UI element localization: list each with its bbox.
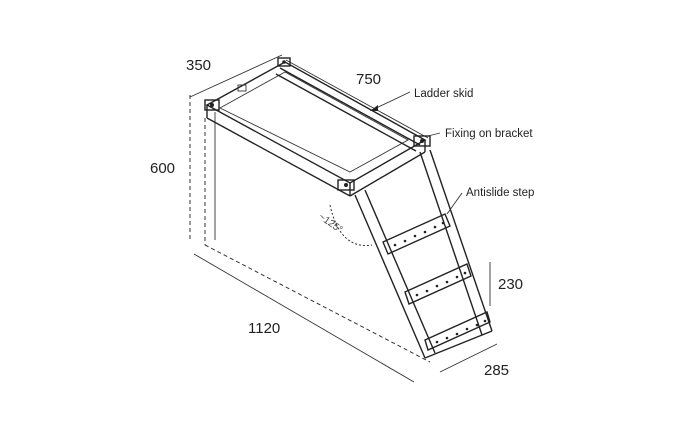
callout-leaders bbox=[370, 91, 463, 215]
dim-step-spacing: 230 bbox=[498, 276, 523, 293]
callout-ladder-skid: Ladder skid bbox=[414, 88, 473, 100]
callout-antislide: Antislide step bbox=[466, 187, 534, 199]
dim-depth: 350 bbox=[186, 57, 211, 74]
ladder bbox=[329, 149, 493, 359]
dim-step-width: 285 bbox=[484, 362, 509, 379]
callout-fixing: Fixing on bracket bbox=[445, 128, 533, 140]
dim-base-length: 1120 bbox=[248, 320, 280, 337]
support-frame bbox=[204, 112, 431, 363]
antislide-steps bbox=[382, 213, 491, 351]
dim-length: 750 bbox=[356, 71, 381, 88]
angle-label: ~125° bbox=[316, 211, 344, 235]
dimension-lines bbox=[189, 54, 498, 383]
top-platform bbox=[204, 57, 431, 197]
dim-height: 600 bbox=[150, 160, 175, 177]
